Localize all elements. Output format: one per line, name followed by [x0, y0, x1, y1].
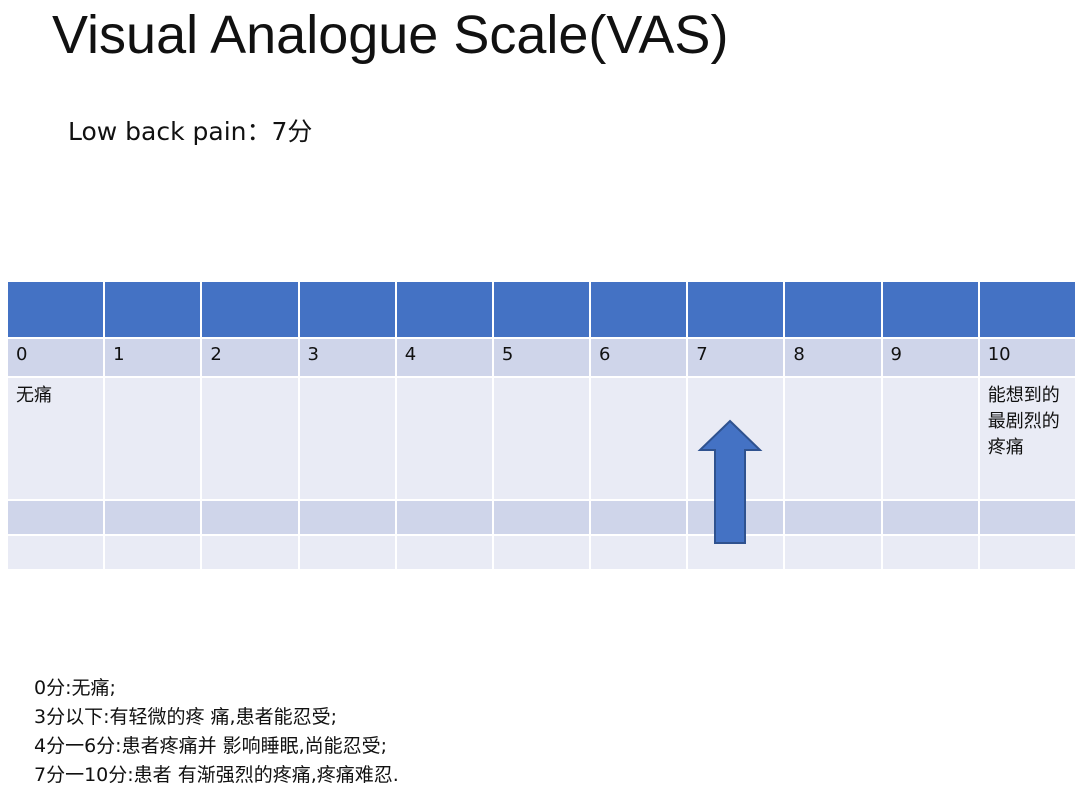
scale-number: 10	[977, 337, 1078, 378]
scale-number: 3	[297, 337, 397, 378]
description-cell	[491, 376, 592, 501]
description-cell	[103, 376, 203, 501]
scale-number: 0	[5, 337, 106, 378]
description-cell	[589, 376, 689, 501]
scale-number: 5	[491, 337, 592, 378]
header-cell	[589, 280, 689, 339]
max-description-cell: 能想到的最剧烈的疼痛	[977, 376, 1078, 501]
blank-row	[5, 499, 1078, 536]
description-cell	[880, 376, 980, 501]
pain-score-notes: 0分:无痛; 3分以下:有轻微的疼 痛,患者能忍受; 4分一6分:患者疼痛并 影…	[34, 674, 399, 790]
description-cell	[394, 376, 494, 501]
header-cell	[394, 280, 494, 339]
page-title: Visual Analogue Scale(VAS)	[52, 5, 729, 65]
pain-score-subtitle: Low back pain：7分	[68, 117, 313, 146]
worst-pain-label: 能想到的最剧烈的疼痛	[987, 385, 1060, 458]
scale-number: 6	[589, 337, 689, 378]
scale-number: 8	[783, 337, 883, 378]
note-line: 3分以下:有轻微的疼 痛,患者能忍受;	[34, 706, 337, 728]
scale-number: 7	[686, 337, 786, 378]
description-cell	[200, 376, 300, 501]
min-description-cell: 无痛	[5, 376, 106, 501]
vas-scale-table: 0 1 2 3 4 5 6 7 8 9 10 无痛 能想到的最剧烈的疼痛	[5, 280, 1078, 571]
header-cell	[200, 280, 300, 339]
scale-number: 4	[394, 337, 494, 378]
header-cell	[297, 280, 397, 339]
scale-description-row: 无痛 能想到的最剧烈的疼痛	[5, 376, 1078, 501]
no-pain-label: 无痛	[16, 385, 52, 406]
header-cell	[783, 280, 883, 339]
blank-row	[5, 534, 1078, 571]
scale-number: 2	[200, 337, 300, 378]
header-cell	[491, 280, 592, 339]
note-line: 0分:无痛;	[34, 677, 116, 699]
up-arrow-icon	[697, 419, 763, 544]
header-cell	[977, 280, 1078, 339]
note-line: 7分一10分:患者 有渐强烈的疼痛,疼痛难忍.	[34, 764, 399, 786]
scale-number-row: 0 1 2 3 4 5 6 7 8 9 10	[5, 337, 1078, 378]
description-cell	[783, 376, 883, 501]
scale-header-row	[5, 280, 1078, 339]
description-cell	[297, 376, 397, 501]
header-cell	[880, 280, 980, 339]
header-cell	[103, 280, 203, 339]
header-cell	[686, 280, 786, 339]
scale-number: 9	[880, 337, 980, 378]
header-cell	[5, 280, 106, 339]
note-line: 4分一6分:患者疼痛并 影响睡眠,尚能忍受;	[34, 735, 388, 757]
scale-number: 1	[103, 337, 203, 378]
